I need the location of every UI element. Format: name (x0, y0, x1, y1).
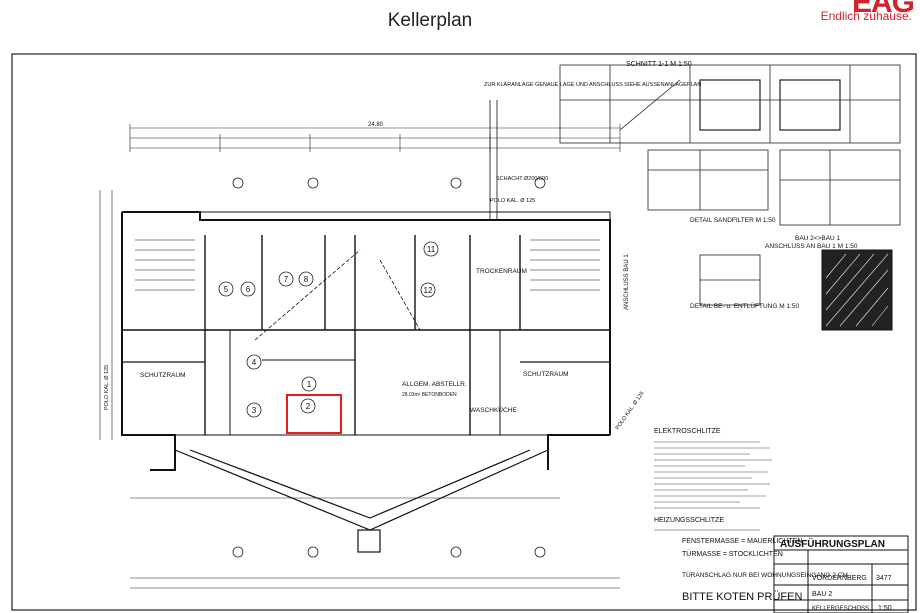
dimension-total: 24.80 (368, 122, 384, 128)
fenster-masse-note: FENSTERMASSE = MAUERLICHTEN (682, 538, 802, 545)
room-label-trockenraum: TROCKENRAUM (476, 268, 527, 275)
title-block-bau: BAU 2 (812, 591, 832, 598)
drawing-frame (11, 53, 917, 611)
axis-markers (232, 177, 546, 558)
title-block (773, 535, 909, 613)
bau-connection-label: BAU 2<>BAU 1 (795, 235, 841, 242)
room-number-1: 1 (307, 380, 312, 389)
room-number-3: 3 (252, 406, 257, 415)
title-block-scale: 1:50 (878, 605, 892, 612)
title-block-floor: KELLERGESCHOSS (812, 606, 869, 612)
note-klaeranlage: ZUR KLÄRANLAGE GENAUE LAGE UND ANSCHLUSS… (484, 81, 701, 88)
title-block-heading: AUSFÜHRUNGSPLAN (780, 537, 885, 550)
room-number-5: 5 (224, 285, 229, 294)
anschluss-side-label: ANSCHLUSS BAU 1 (624, 254, 630, 310)
section-title: SCHNITT 1-1 M 1:50 (626, 61, 692, 68)
room-label-allgem-area: 28.03m² BETONBODEN (402, 392, 457, 398)
pipe-label-right: POLO KAL. Ø 125 (615, 391, 646, 432)
dimension-lines (99, 124, 621, 589)
detail-sandfilter-label: DETAIL SANDFILTER M 1:50 (690, 217, 776, 224)
title-block-number: 3477 (876, 575, 892, 582)
page-title: Kellerplan (387, 10, 473, 31)
brand-tagline: Endlich zuhause. (820, 9, 912, 23)
shaft-label: SCHACHT Ø200/600 (496, 176, 548, 182)
room-label-schutzraum-left: SCHUTZRAUM (140, 372, 186, 379)
elektro-notes-lines (654, 441, 772, 509)
room-number-markers (218, 241, 439, 418)
room-number-4: 4 (252, 358, 257, 367)
outdoor-trench (174, 449, 549, 553)
room-number-6: 6 (246, 285, 251, 294)
building-outline (121, 100, 611, 471)
heizung-title: HEIZUNGSSCHLITZE (654, 517, 724, 524)
bitte-koten-note: BITTE KOTEN PRÜFEN (682, 591, 802, 603)
title-block-place: VORDERNBERG (812, 575, 867, 582)
room-number-2: 2 (306, 402, 311, 411)
room-number-8: 8 (304, 275, 309, 284)
elektro-title: ELEKTROSCHLITZE (654, 428, 721, 435)
room-number-12: 12 (424, 286, 433, 295)
pipe-label-top: POLO KAL. Ø 125 (490, 198, 535, 204)
anschluss-bau1-label: ANSCHLUSS AN BAU 1 M 1:50 (765, 243, 858, 250)
tuer-masse-note: TÜRMASSE = STOCKLICHTEN (682, 550, 783, 558)
room-label-schutzraum-right: SCHUTZRAUM (523, 371, 569, 378)
room-label-allgem: ALLGEM. ABSTELLR. (402, 381, 467, 388)
room-number-7: 7 (284, 275, 289, 284)
highlighted-room-frame (286, 394, 342, 434)
room-number-11: 11 (427, 245, 436, 254)
detail-luftung-label: DETAIL BE- u. ENTLÜFTUNG M 1:50 (690, 302, 799, 310)
pipe-label-left: POLO KAL. Ø 125 (104, 365, 110, 410)
detail-sandfilter-drawing (647, 149, 901, 306)
section-detail (559, 64, 901, 144)
room-label-waschkueche: WASCHKÜCHE (470, 406, 517, 414)
hatched-detail (821, 249, 893, 331)
tuer-anschlag-note: TÜRANSCHLAG NUR BEI WOHNUNGSEINGANG 2 CM (682, 571, 848, 579)
brand-logo: EAG (851, 0, 915, 19)
floor-plan-drawing: SCHNITT 1-1 M 1:50 DETAIL SANDFILTER M 1… (11, 53, 917, 613)
